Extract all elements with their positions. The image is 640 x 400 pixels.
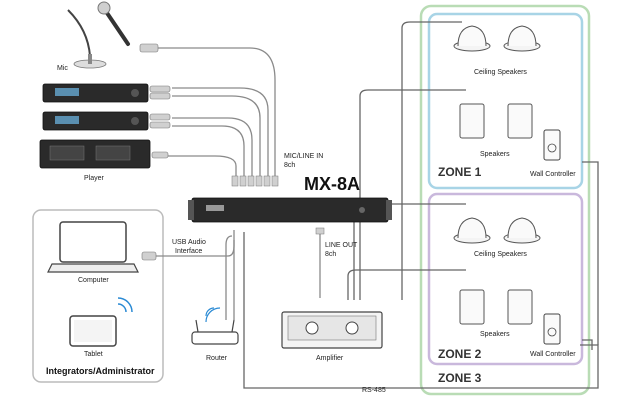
gooseneck-mic-icon [67,9,107,69]
zone-1-ceiling-speaker-1-icon [453,25,491,52]
zone-1-ceiling-speaker-2-icon [503,25,541,52]
zone-2-box-speaker-1-icon [459,289,485,325]
usb-plug-icon [141,251,157,261]
mx8a-unit [188,197,392,223]
handheld-mic-icon [97,1,130,46]
zone-2-wall-label: Wall Controller [530,351,576,358]
cable-player1-b [172,95,261,180]
cable-wall-zone2 [582,339,593,350]
cable-rs485-b [582,161,599,345]
zone-1-wall-controller-icon [543,129,561,161]
zone-2-box-speaker-2-icon [507,289,533,325]
zone-1-label: ZONE 1 [438,165,482,179]
zone-1-speakers-label: Speakers [480,151,510,158]
tablet-icon [69,315,117,347]
zone-1-box [427,12,584,190]
zone-1-wall-label: Wall Controller [530,171,576,178]
device-name: MX-8A [304,174,360,194]
mic-label: Mic [57,65,68,72]
cable-player1-a [172,87,269,180]
tablet-label: Tablet [84,351,103,358]
zone-2-speakers-label: Speakers [480,331,510,338]
zone-1-box-speaker-1-icon [459,103,485,139]
laptop-icon [47,221,139,273]
zone-3-box [419,4,591,396]
cable-mic [158,47,276,180]
mic-line-in-ch-label: 8ch [284,162,295,169]
interface-label: Interface [175,248,202,255]
cable-player3 [168,155,237,180]
line-out-connector [315,227,325,235]
player-unit-2 [42,111,171,131]
cable-router-mx [225,235,233,320]
zone-2-label: ZONE 2 [438,347,482,361]
amplifier-label: Amplifier [316,355,344,362]
cable-amp-zone1-speakers [359,89,466,300]
zone-2-ceiling-speaker-1-icon [453,217,491,244]
player-label: Player [84,175,105,182]
zone-1-ceiling-label: Ceiling Speakers [474,69,527,76]
cable-amp-zone1-ceiling [401,21,462,300]
integrators-label: Integrators/Administrator [46,366,155,376]
mic-line-in-label: MIC/LINE IN [284,153,323,160]
usb-audio-label: USB Audio [172,239,206,246]
wifi-icon [117,297,133,313]
cable-amp-zone2-speakers [347,269,466,300]
cable-player2-a [172,117,253,180]
integrators-box [32,209,164,383]
line-out-label: LINE OUT [325,242,358,249]
mx8a-input-connectors [231,175,279,187]
zone-2-ceiling-label: Ceiling Speakers [474,251,527,258]
player-unit-1 [42,83,171,103]
line-out-ch-label: 8ch [325,251,336,258]
router-label: Router [206,355,228,362]
computer-label: Computer [78,277,109,284]
mic-plug-icon [139,43,159,53]
router-wifi-icon [205,307,221,323]
cassette-player-unit [39,139,169,169]
zone-3-label: ZONE 3 [438,371,482,385]
cable-player2-b [172,125,245,180]
router-icon [191,319,239,345]
zone-1-box-speaker-2-icon [507,103,533,139]
rs485-label: RS-485 [362,387,386,394]
amplifier-unit [281,311,383,349]
zone-2-wall-controller-icon [543,313,561,345]
zone-2-ceiling-speaker-2-icon [503,217,541,244]
zone-2-box [427,192,584,366]
